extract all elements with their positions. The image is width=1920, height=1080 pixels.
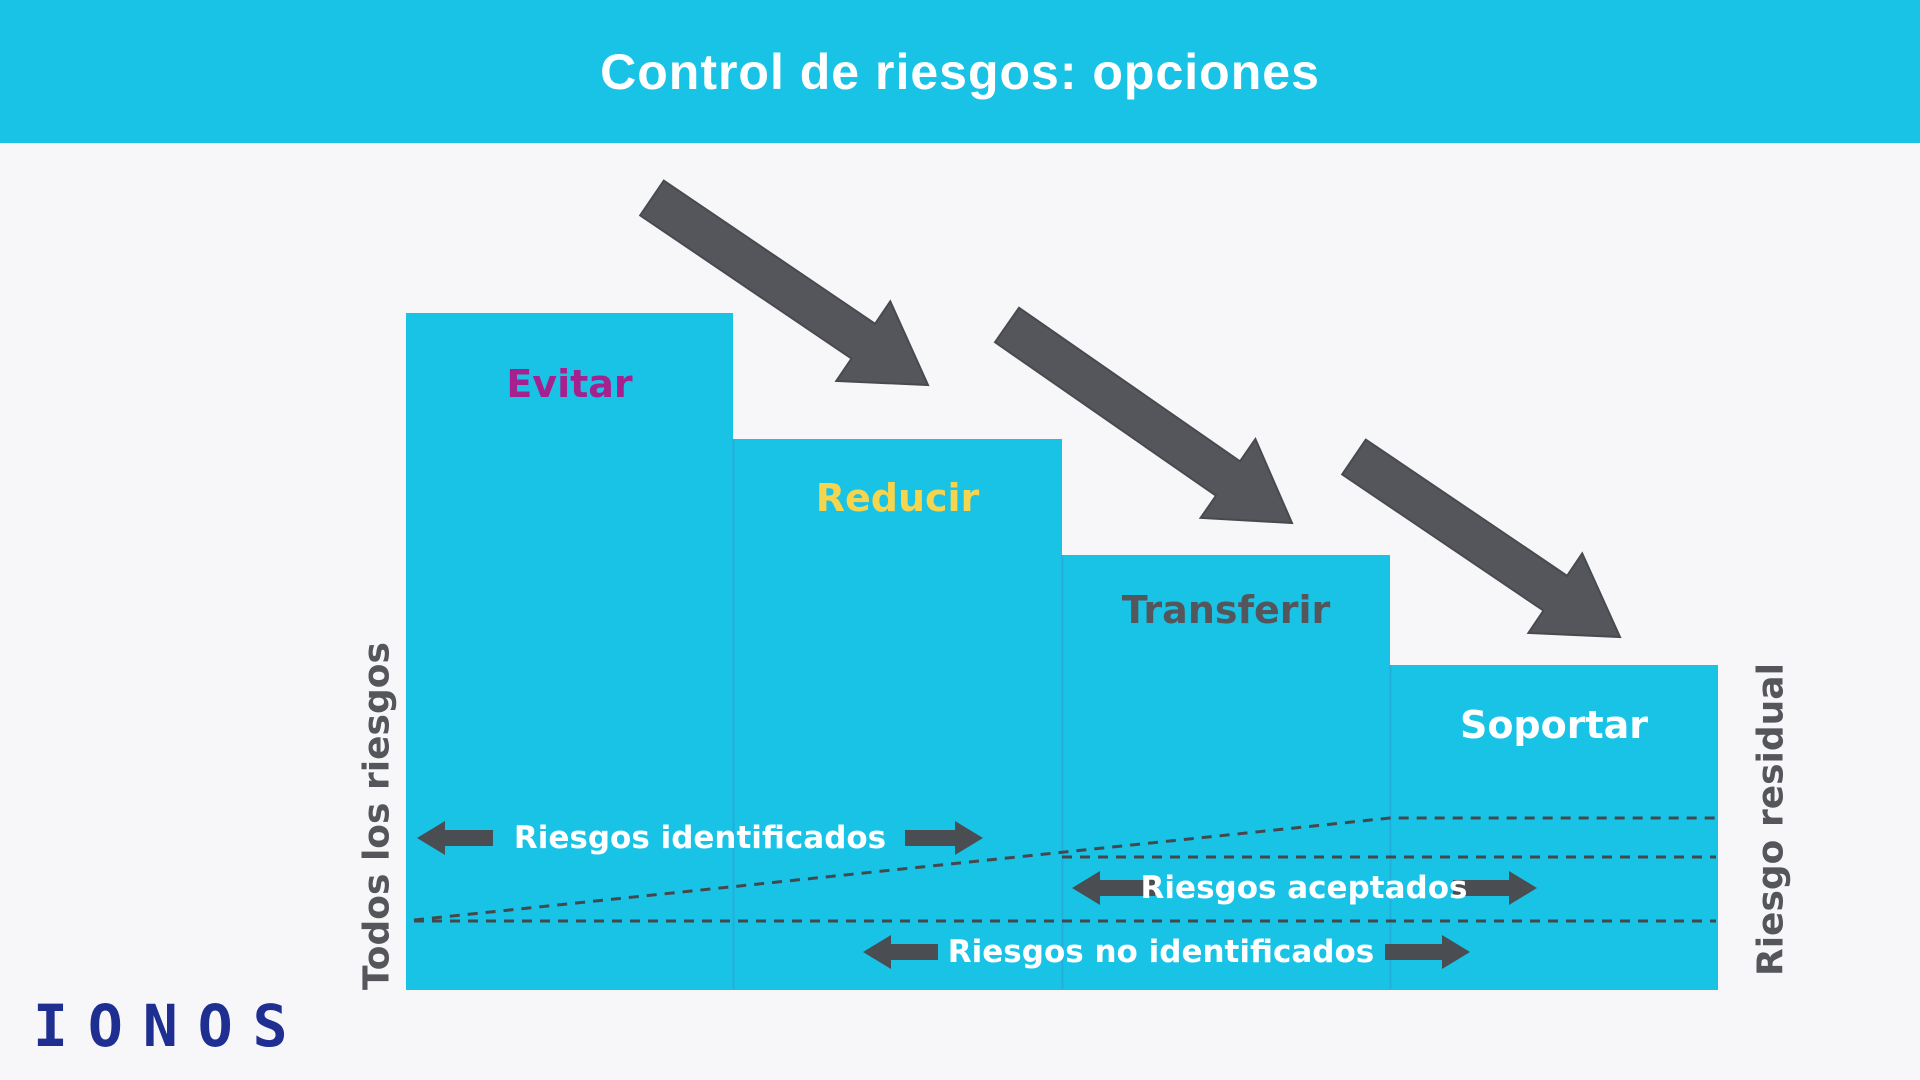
step-label-evitar: Evitar	[506, 362, 633, 406]
accepted-right-arrow-icon	[1453, 871, 1537, 905]
ionos-logo: IONOS	[33, 992, 308, 1060]
unidentified-right-arrow-icon	[1385, 935, 1470, 969]
range-label-identified: Riesgos identificados	[513, 820, 887, 856]
range-label-unidentified: Riesgos no identificados	[947, 934, 1375, 970]
left-axis-label: Todos los riesgos	[356, 642, 398, 990]
identified-left-arrow-icon	[417, 821, 493, 855]
step-label-soportar: Soportar	[1459, 703, 1649, 747]
descending-arrow-3-icon	[1340, 438, 1622, 639]
descending-arrow-1-icon	[638, 179, 930, 387]
unidentified-left-arrow-icon	[863, 935, 938, 969]
dashed-line-residual-upper	[413, 816, 1716, 922]
right-axis-label: Riesgo residual	[1750, 663, 1792, 977]
step-bar-reducir	[733, 439, 1062, 990]
page-title: Control de riesgos: opciones	[600, 43, 1320, 100]
step-bar-transferir	[1062, 555, 1390, 990]
step-bar-evitar	[406, 313, 733, 990]
identified-right-arrow-icon	[905, 821, 983, 855]
step-label-transferir: Transferir	[1121, 588, 1331, 632]
step-label-reducir: Reducir	[815, 476, 980, 520]
range-label-accepted: Riesgos aceptados	[1140, 870, 1468, 906]
step-bar-soportar	[1390, 665, 1718, 990]
descending-arrow-2-icon	[993, 306, 1294, 525]
header-banner: Control de riesgos: opciones	[0, 0, 1920, 143]
accepted-left-arrow-icon	[1072, 871, 1155, 905]
